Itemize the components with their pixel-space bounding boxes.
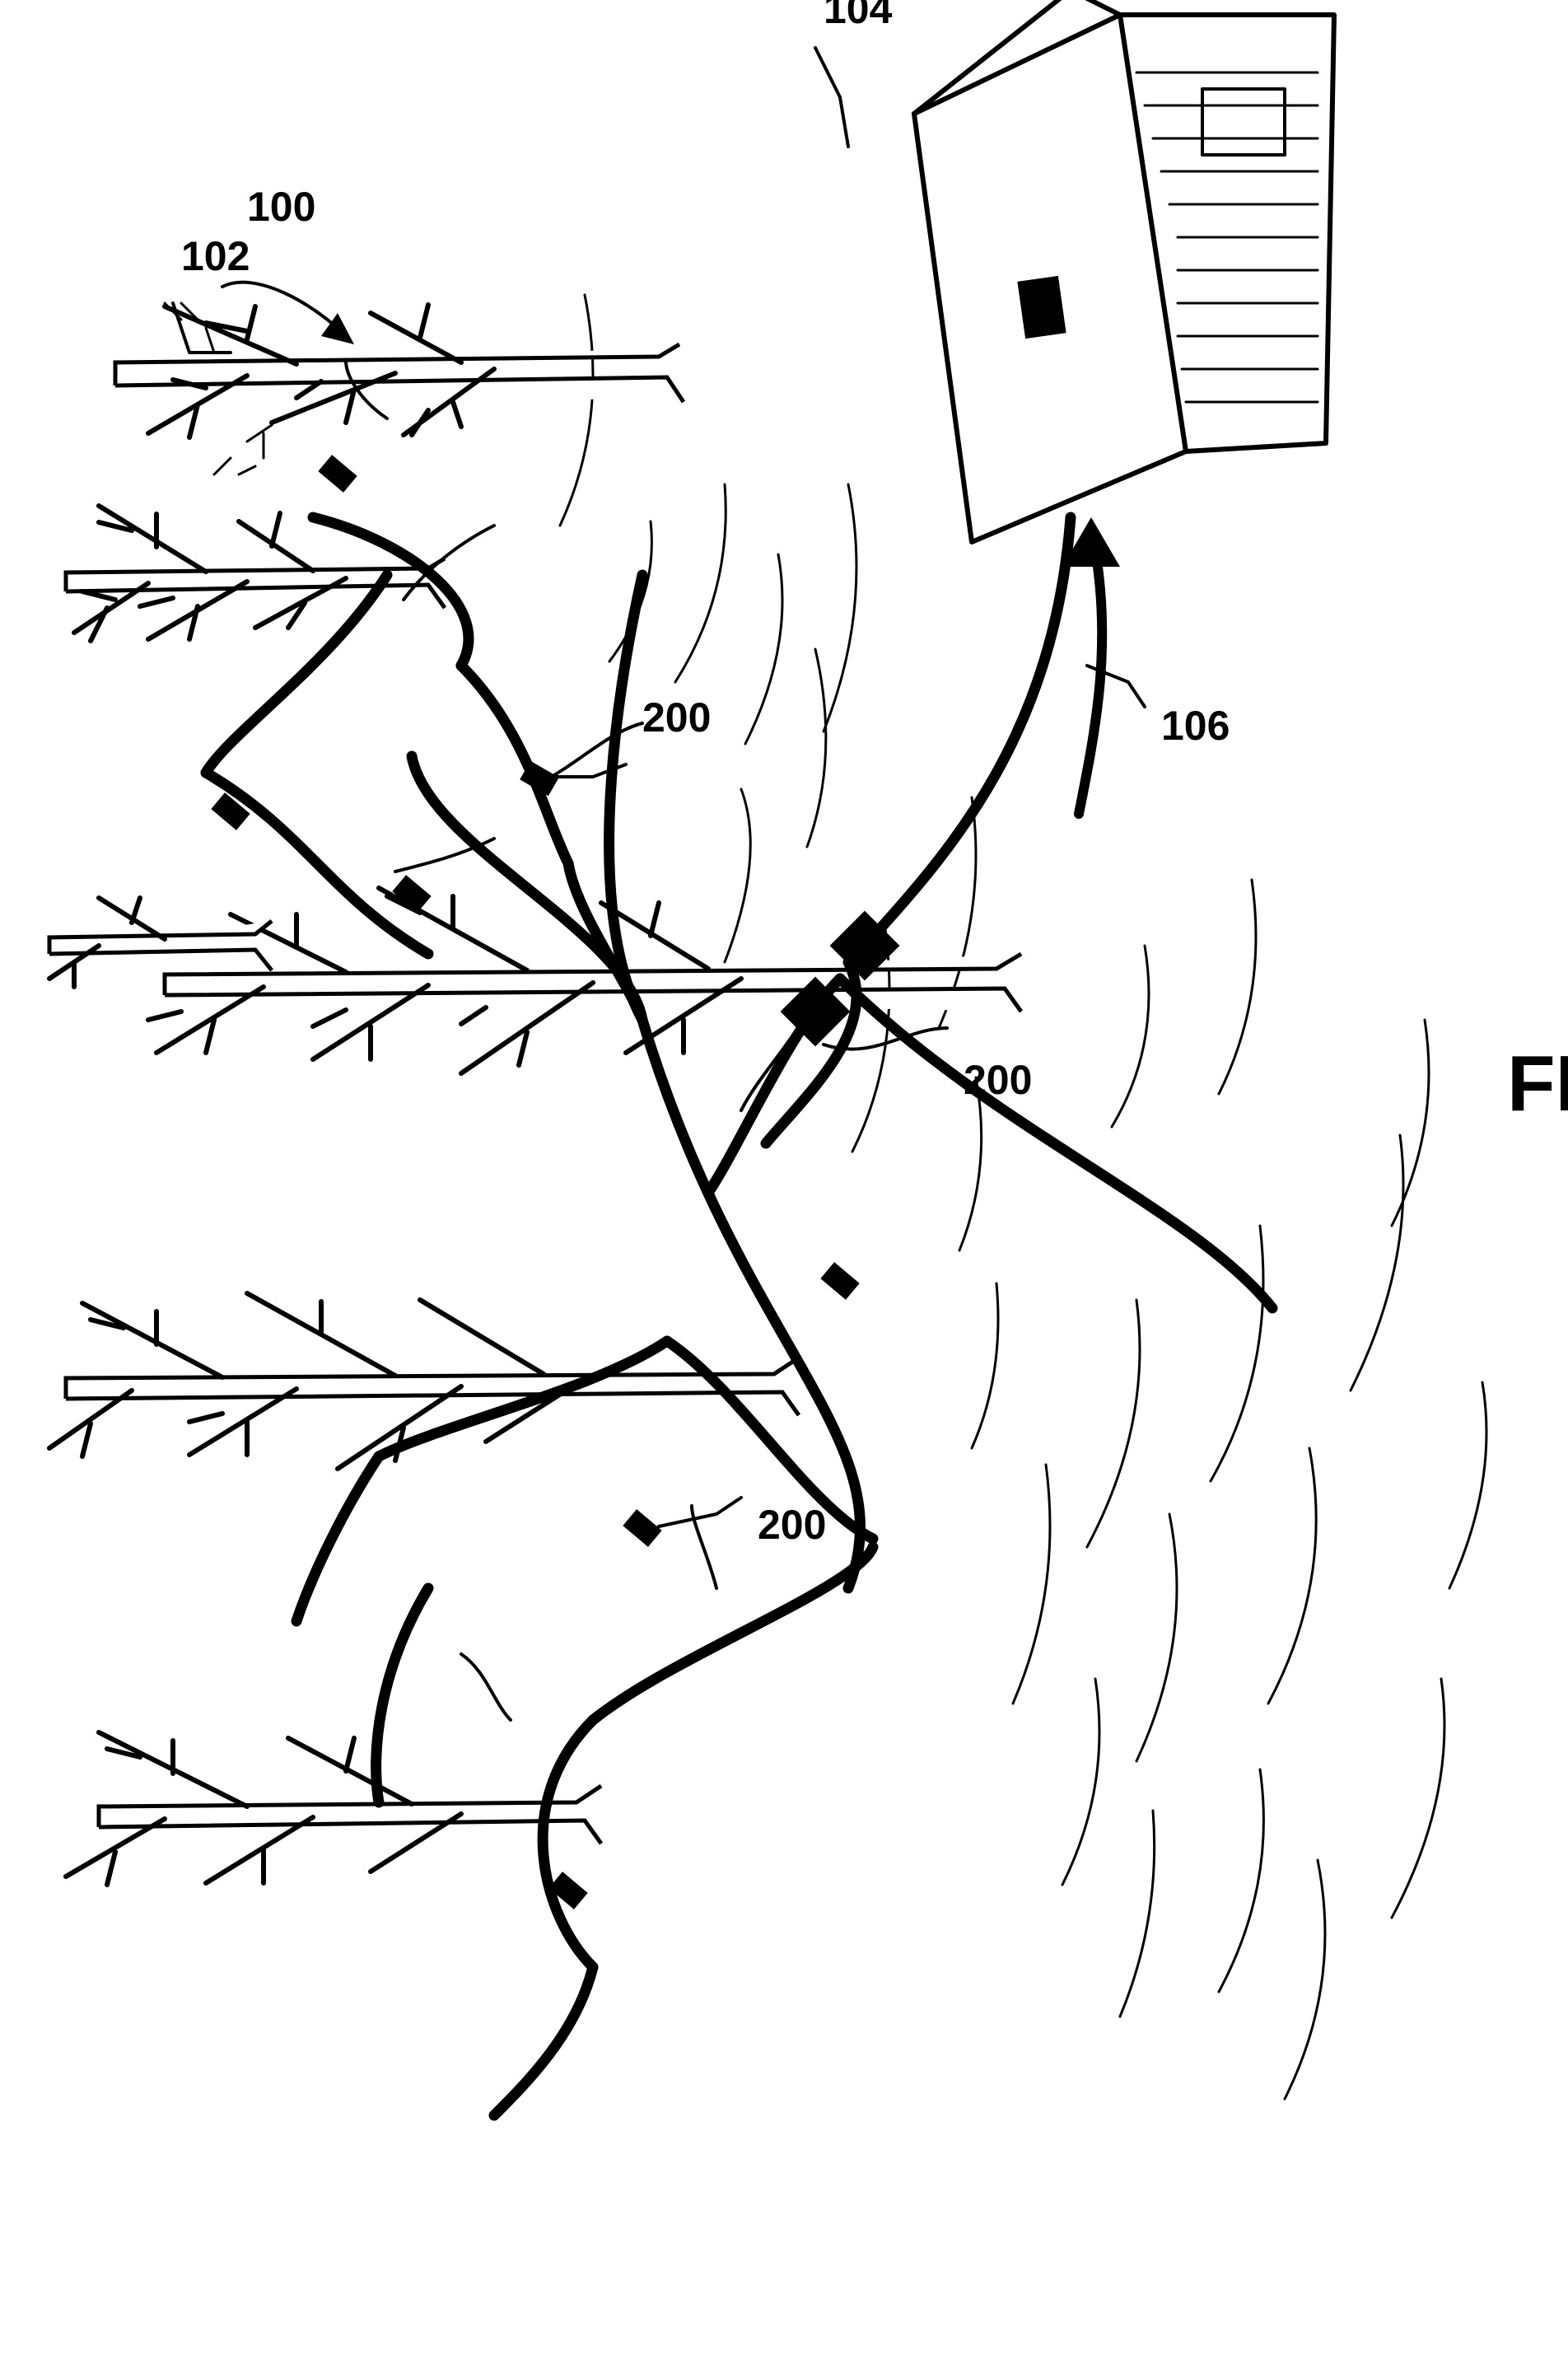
building-window	[1017, 276, 1066, 339]
figure-caption: FIG. 1	[1507, 1040, 1568, 1128]
tubing-network	[206, 517, 1272, 2115]
labels: 100 102 104 106 200 200 200	[173, 0, 1230, 1548]
building-104	[914, 0, 1334, 542]
snow-contours	[560, 295, 1486, 2099]
fitting-h	[820, 1262, 859, 1300]
label-200-b: 200	[758, 1502, 826, 1548]
mainline	[865, 517, 1071, 946]
fitting-e	[318, 455, 357, 493]
fitting-g	[392, 875, 431, 913]
flow-arrow-106	[1079, 550, 1102, 814]
tree-102	[115, 303, 684, 474]
fitting-200-b	[623, 1509, 661, 1547]
rotated-drawing: 100 102 104 106 200 200 200 FIG. 1	[49, 0, 1568, 2115]
leader-200-b	[659, 1498, 741, 1526]
label-102: 102	[181, 233, 250, 279]
label-200-c: 200	[964, 1057, 1032, 1103]
label-106: 106	[1161, 703, 1230, 749]
leader-104	[815, 48, 848, 147]
label-200-a: 200	[642, 694, 711, 741]
label-100: 100	[247, 184, 315, 230]
fittings	[211, 455, 899, 1909]
label-104: 104	[824, 0, 893, 32]
tree-6	[66, 1732, 601, 1885]
